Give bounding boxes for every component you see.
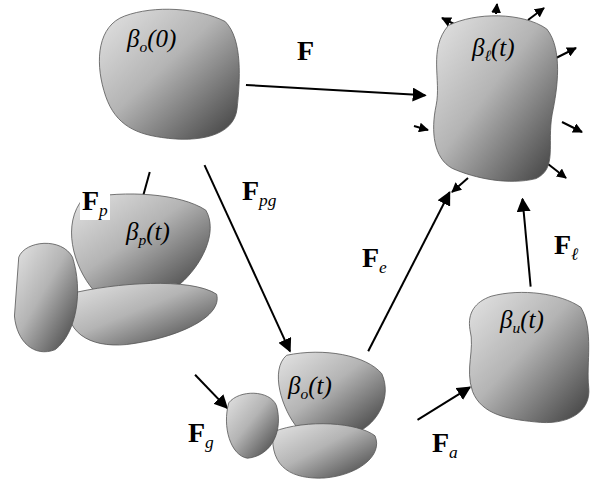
body-configuration: βo(0) [95, 5, 243, 143]
label-part: F [82, 185, 99, 216]
mapping-label: Fpg [240, 176, 278, 210]
traction-arrow [414, 126, 428, 130]
label-part: F [188, 417, 205, 448]
body-shape [222, 350, 392, 482]
label-subscript: pg [259, 191, 276, 210]
body-lobe [434, 16, 558, 182]
mapping-label: Fe [360, 243, 389, 277]
label-subscript: u [512, 319, 520, 336]
label-part: F [362, 242, 379, 273]
label-part: (t) [520, 306, 544, 333]
label-part: β [127, 25, 139, 52]
body-configuration: βu(t) [462, 288, 594, 426]
body-label: βp(t) [126, 218, 170, 248]
body-label: βo(t) [288, 372, 332, 402]
traction-arrow [452, 178, 468, 192]
traction-arrow [528, 8, 544, 20]
traction-arrow [548, 164, 566, 178]
mapping-arrow [368, 192, 449, 351]
mapping-arrow [205, 165, 290, 351]
label-part: β [500, 306, 512, 333]
label-part: F [297, 35, 314, 66]
mapping-label: Fℓ [552, 230, 580, 264]
mapping-arrow [418, 387, 470, 420]
body-lobe [226, 393, 278, 458]
mapping-arrow [195, 375, 227, 408]
body-configuration: βo(t) [222, 350, 392, 482]
label-part: β [126, 218, 138, 245]
label-subscript: p [138, 231, 146, 248]
label-part: F [554, 229, 571, 260]
label-part: F [242, 175, 259, 206]
label-part: (t) [491, 34, 515, 61]
label-part: (t) [308, 372, 332, 399]
body-lobe [67, 283, 217, 345]
label-subscript: p [99, 201, 108, 220]
body-lobe [99, 9, 239, 139]
body-label: βℓ(t) [472, 34, 515, 64]
body-configuration: βp(t) [8, 190, 223, 358]
body-lobe [14, 243, 77, 351]
body-label: βo(0) [127, 25, 176, 55]
label-part: F [432, 427, 449, 458]
label-subscript: e [379, 258, 387, 277]
traction-arrow [496, 4, 497, 14]
traction-arrow [556, 48, 576, 58]
label-subscript: o [300, 385, 308, 402]
label-part: (t) [146, 218, 170, 245]
mapping-label: Fp [80, 186, 110, 220]
body-configuration: βℓ(t) [428, 12, 563, 182]
body-lobe [278, 352, 385, 432]
mapping-arrow [523, 199, 531, 287]
mapping-arrow [246, 85, 425, 95]
traction-arrows [414, 4, 582, 192]
label-subscript: g [205, 433, 214, 452]
body-lobe [273, 424, 377, 478]
body-shape [8, 190, 223, 358]
label-part: (0) [147, 25, 176, 52]
body-lobe [469, 292, 589, 422]
mapping-label: F [295, 36, 316, 67]
body-label: βu(t) [500, 306, 544, 336]
label-part: β [288, 372, 300, 399]
traction-arrow [562, 122, 582, 132]
label-subscript: ℓ [484, 47, 490, 64]
mapping-label: Fa [430, 428, 460, 462]
label-part: β [472, 34, 484, 61]
label-subscript: a [449, 443, 458, 462]
label-subscript: o [139, 38, 147, 55]
label-subscript: ℓ [571, 245, 578, 264]
mapping-label: Fg [186, 418, 216, 452]
